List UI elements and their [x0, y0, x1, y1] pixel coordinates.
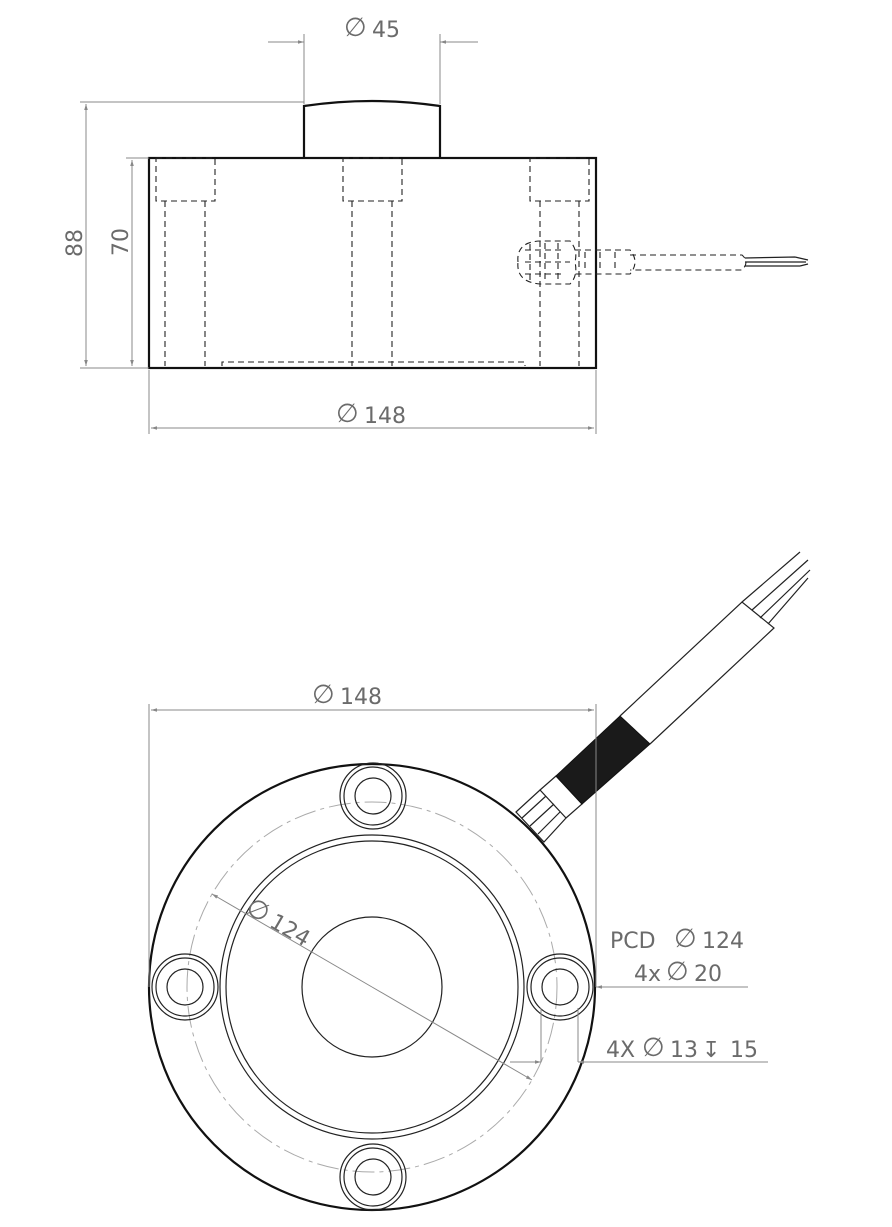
pitch-circle [186, 801, 558, 1173]
annotation-pcd-counterbore: PCD ∅ 124 4x ∅ 20 [596, 924, 748, 989]
phi-symbol: ∅ [336, 399, 359, 429]
side-view: ∅ 45 88 70 ∅ 148 [63, 13, 809, 434]
dim-value-45: 45 [372, 18, 400, 43]
dim-value-148-top: 148 [340, 685, 382, 710]
hidden-holes [155, 157, 590, 366]
bolt-hole-top [339, 762, 407, 830]
center-boss [301, 916, 443, 1058]
depth-symbol: ↧ [702, 1038, 720, 1063]
phi-symbol: ∅ [312, 680, 335, 710]
phi-symbol: ∅ [344, 13, 367, 43]
dim-diameter-148-side: ∅ 148 [148, 370, 597, 434]
body-outline [147, 156, 598, 370]
phi-symbol: ∅ [642, 1033, 665, 1063]
phi-symbol: ∅ [674, 924, 697, 954]
dim-height-88: 88 [63, 101, 304, 369]
hole-value: 13 [670, 1038, 698, 1063]
ring-inner [225, 840, 519, 1134]
counterbore-value: 20 [694, 962, 722, 987]
dim-value-148-side: 148 [364, 404, 406, 429]
dim-diameter-45: ∅ 45 [268, 13, 478, 104]
top-view: ∅ 148 ∅ 124 PCD ∅ 124 4x ∅ 20 4X [147, 551, 811, 1212]
hole-depth: 15 [730, 1038, 758, 1063]
top-boss [302, 99, 442, 158]
dim-height-70: 70 [109, 157, 149, 366]
ring-outer [219, 834, 525, 1140]
annotation-hole-depth: 4X ∅ 13 ↧ 15 [510, 1008, 768, 1064]
dim-value-70: 70 [109, 228, 134, 256]
dim-value-124-diagonal: 124 [265, 910, 314, 953]
dim-diameter-148-top: ∅ 148 [148, 680, 597, 987]
counterbore-prefix: 4x [634, 962, 661, 987]
bolt-hole-right [526, 953, 594, 1021]
dim-diameter-124-diagonal: ∅ 124 [211, 892, 533, 1081]
pcd-label: PCD [610, 929, 656, 954]
pcd-value: 124 [702, 929, 744, 954]
bolt-hole-bottom [339, 1143, 407, 1211]
bolt-hole-left [151, 953, 219, 1021]
phi-symbol: ∅ [666, 957, 689, 987]
cable-gland-top [515, 551, 811, 843]
cable-gland-side [517, 240, 809, 285]
dim-value-88: 88 [63, 229, 88, 257]
hole-prefix: 4X [606, 1038, 635, 1063]
